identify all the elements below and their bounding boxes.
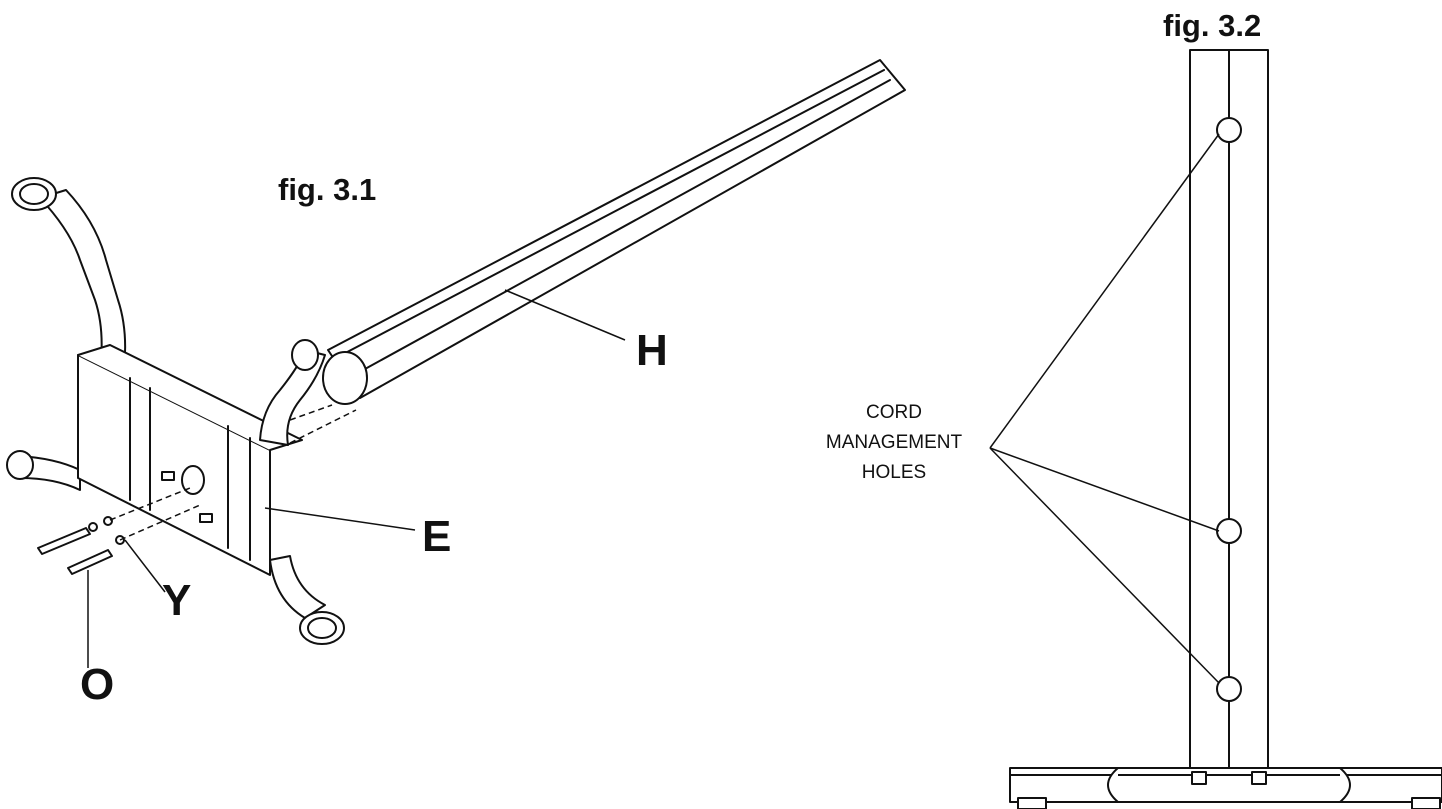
foot-left (6, 450, 81, 491)
callout-line-1: CORD (866, 402, 922, 423)
label-o: O (80, 660, 115, 709)
cord-hole-top (1216, 117, 1242, 143)
fig-3-2-title: fig. 3.2 (1163, 8, 1262, 43)
cord-hole-bottom (1216, 676, 1242, 702)
callout-line-2: MANAGEMENT (825, 432, 963, 453)
screw-lower (67, 549, 113, 575)
frame-plate (77, 354, 271, 576)
cord-hole-middle (1216, 518, 1242, 544)
label-y: Y (162, 576, 192, 625)
fig-3-1-title: fig. 3.1 (278, 172, 377, 207)
screw-upper (37, 527, 91, 555)
callout-line-3: HOLES (861, 462, 927, 483)
beam-h (322, 59, 906, 405)
front-leg-right (259, 339, 345, 645)
cord-management-callout: CORD MANAGEMENT HOLES (800, 398, 988, 488)
label-h: H (636, 326, 668, 375)
label-e: E (422, 512, 452, 561)
base-bar (1009, 767, 1442, 803)
